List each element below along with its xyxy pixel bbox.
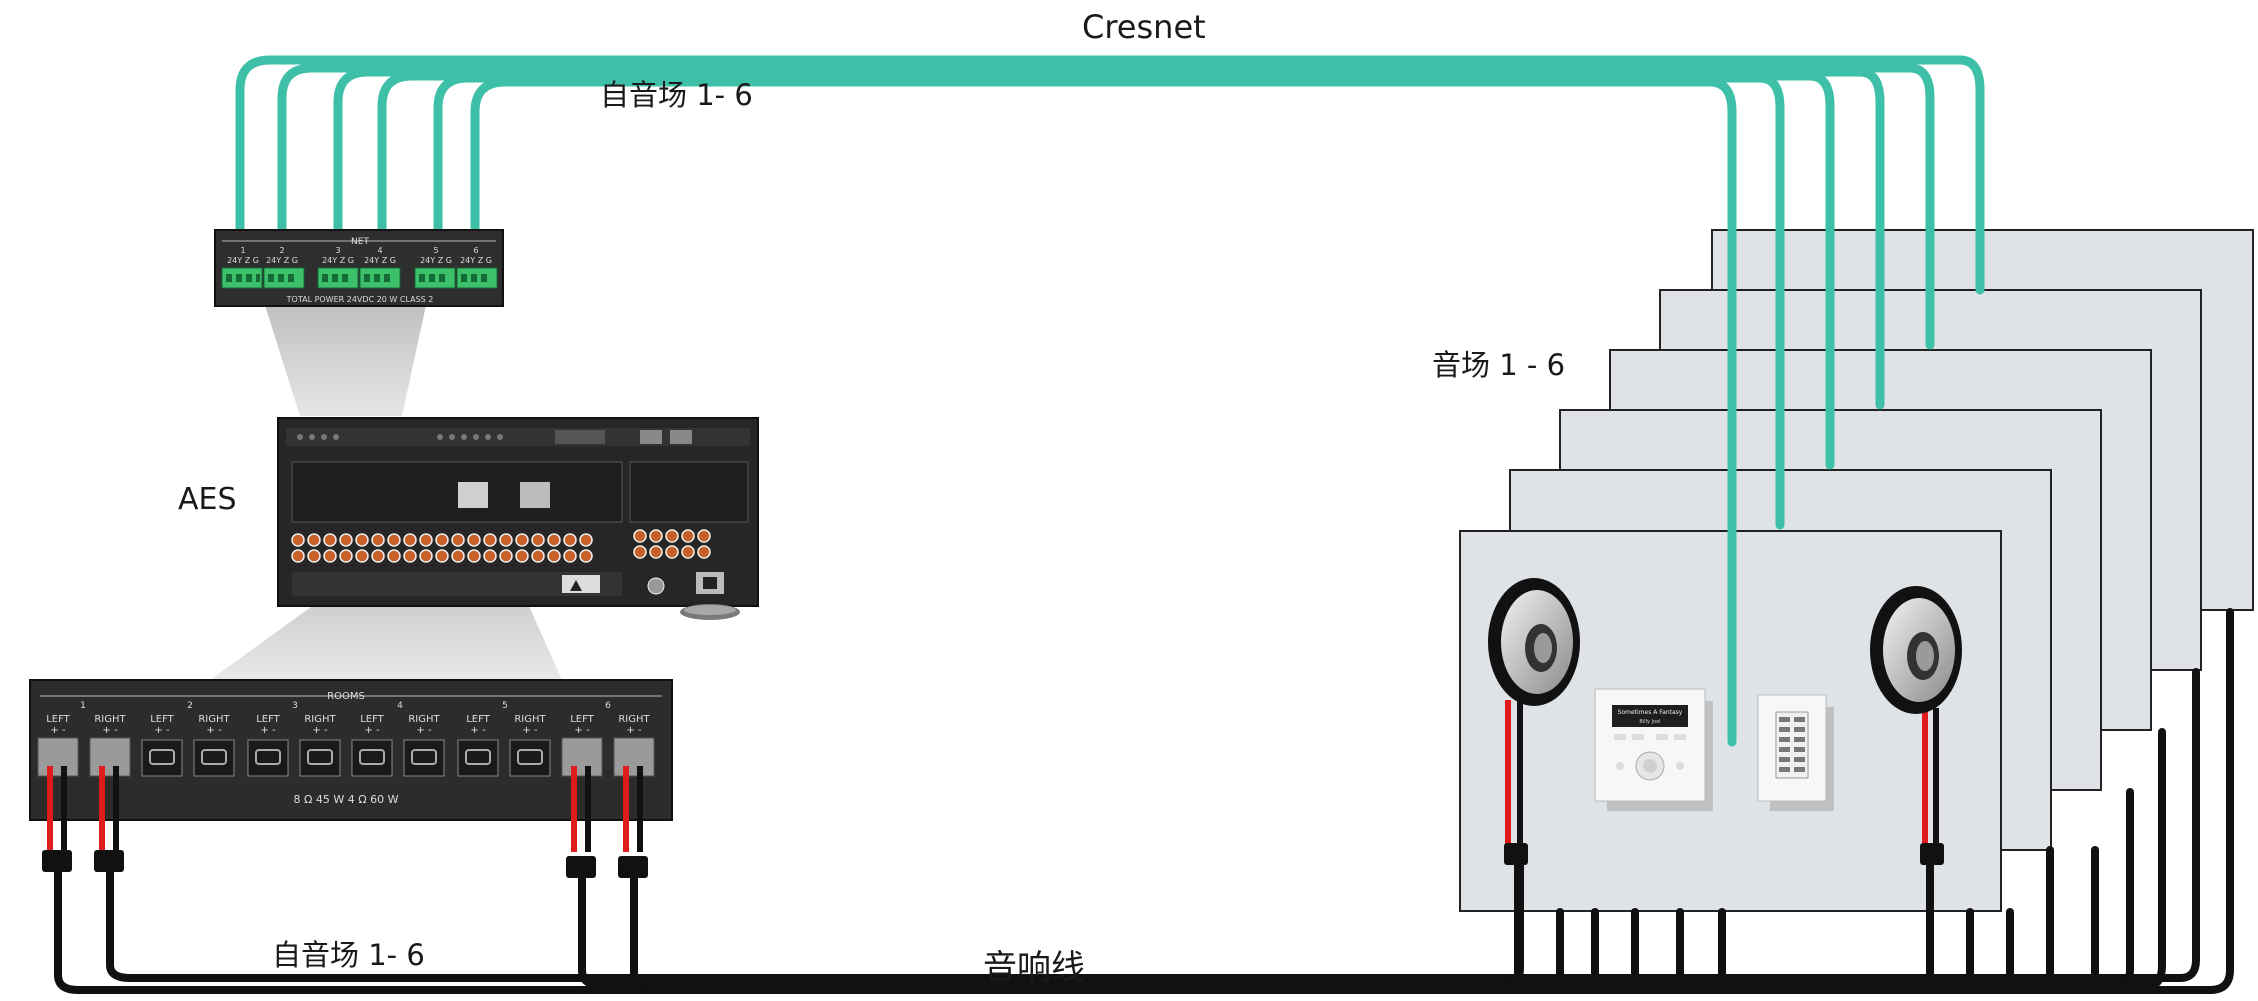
net-port-number: 5 (433, 246, 438, 255)
audio-keypad: Sometimes A Fantasy Billy Joel (1594, 688, 1713, 811)
net-port-number: 6 (473, 246, 478, 255)
right-label: RIGHT (514, 714, 546, 725)
cresnet-cables (235, 55, 1985, 747)
aes-processor (277, 417, 759, 620)
right-label: RIGHT (304, 714, 336, 725)
room-number: 4 (397, 701, 403, 711)
from-zones-bottom-label: 自音场 1- 6 (272, 938, 425, 972)
svg-text:+ -: + - (50, 725, 66, 736)
right-speaker (1870, 586, 1962, 865)
right-label: RIGHT (618, 714, 650, 725)
net-port-number: 3 (335, 246, 340, 255)
left-speaker (1488, 578, 1580, 992)
net-panel-footer: TOTAL POWER 24VDC 20 W CLASS 2 (286, 295, 434, 304)
svg-text:+ -: + - (574, 725, 590, 736)
net-pin-labels: 24Y Z G (364, 256, 396, 265)
wire-ties (42, 850, 648, 878)
right-label: RIGHT (408, 714, 440, 725)
net-pin-labels: 24Y Z G (420, 256, 452, 265)
left-label: LEFT (570, 714, 594, 725)
room-number: 1 (80, 701, 86, 711)
rooms-panel-footer: 8 Ω 45 W 4 Ω 60 W (293, 793, 398, 806)
left-label: LEFT (150, 714, 174, 725)
zoom-funnel-net (262, 296, 428, 416)
net-port-number: 1 (240, 246, 245, 255)
room-number: 6 (605, 701, 611, 711)
speaker-terminals (37, 737, 655, 777)
svg-text:+ -: + - (260, 725, 276, 736)
aes-label: AES (178, 482, 237, 517)
svg-text:+ -: + - (364, 725, 380, 736)
svg-text:+ -: + - (154, 725, 170, 736)
net-pin-labels: 24Y Z G (266, 256, 298, 265)
keypad-display-line2: Billy Joel (1639, 719, 1660, 725)
net-panel-header: NET (351, 237, 369, 247)
svg-text:+ -: + - (416, 725, 432, 736)
left-label: LEFT (46, 714, 70, 725)
svg-text:+ -: + - (522, 725, 538, 736)
left-label: LEFT (466, 714, 490, 725)
room-number: 3 (292, 701, 298, 711)
rooms-panel: ROOMS 1 2 3 4 5 6 LEFT RIGHT LEFT RIGHT … (29, 679, 673, 821)
keypad-display-line1: Sometimes A Fantasy (1618, 709, 1683, 716)
from-zones-top-label: 自音场 1- 6 (600, 78, 753, 112)
svg-text:+ -: + - (470, 725, 486, 736)
svg-text:+ -: + - (102, 725, 118, 736)
left-label: LEFT (256, 714, 280, 725)
net-port-number: 2 (279, 246, 284, 255)
rooms-panel-header: ROOMS (327, 691, 365, 702)
zones-label: 音场 1 - 6 (1432, 348, 1566, 382)
left-label: LEFT (360, 714, 384, 725)
button-keypad (1757, 694, 1834, 811)
net-panel: NET 1 2 3 4 5 6 24Y Z G 24Y Z G 24Y Z G … (214, 229, 504, 307)
speaker-wire-label: 音响线 (983, 948, 1085, 988)
svg-text:+ -: + - (626, 725, 642, 736)
net-port-number: 4 (377, 246, 382, 255)
amp-conductors (47, 766, 643, 852)
room-panels (1459, 229, 2254, 912)
zoom-funnel-rooms (210, 586, 562, 680)
svg-text:+ -: + - (312, 725, 328, 736)
room-number: 5 (502, 701, 508, 711)
cresnet-label: Cresnet (1082, 8, 1206, 46)
net-pin-labels: 24Y Z G (322, 256, 354, 265)
net-pin-labels: 24Y Z G (460, 256, 492, 265)
net-pin-labels: 24Y Z G (227, 256, 259, 265)
room-number: 2 (187, 701, 193, 711)
right-label: RIGHT (94, 714, 126, 725)
speaker-wires (54, 608, 2234, 994)
right-label: RIGHT (198, 714, 230, 725)
svg-text:+ -: + - (206, 725, 222, 736)
